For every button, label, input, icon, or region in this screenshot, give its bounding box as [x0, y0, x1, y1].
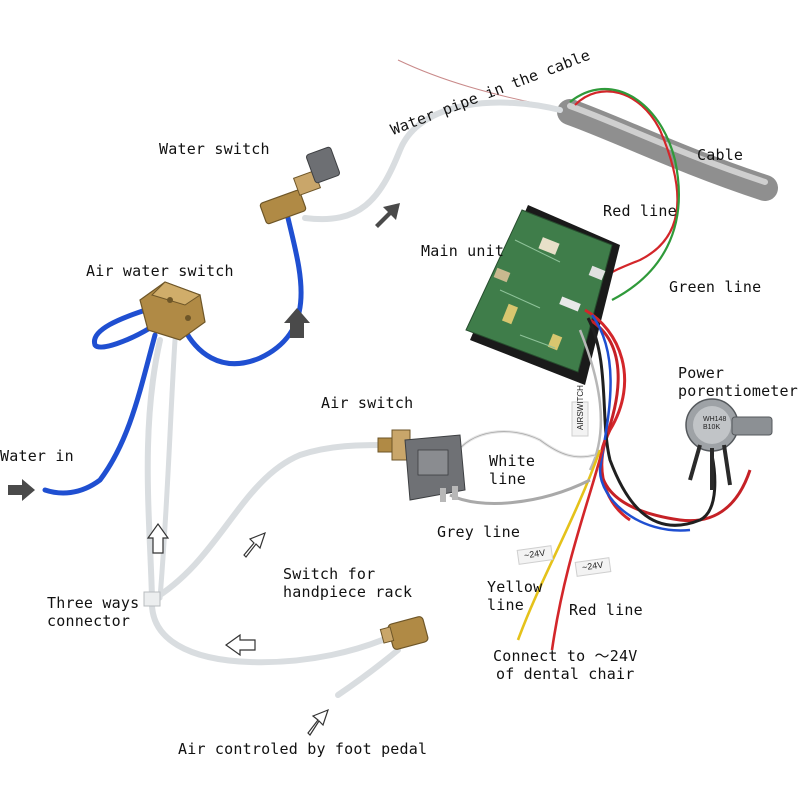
arrow-filled-icon: [375, 203, 400, 228]
blue-hose-left-loop: [92, 305, 155, 350]
main-unit-board: [465, 205, 620, 385]
cable-highlight: [567, 103, 768, 185]
arrow-filled-icon: [284, 308, 310, 338]
air-water-switch-part: [139, 281, 206, 341]
label-yellow-line: Yellow line: [487, 578, 543, 614]
label-switch-handpiece: Switch for handpiece rack: [283, 565, 413, 601]
blue-hose-water-in: [42, 332, 158, 496]
white-line-outline: [454, 431, 596, 458]
three-ways-connector: [143, 591, 161, 607]
cable: [557, 99, 778, 201]
label-connect-24v: Connect to ～24V of dental chair: [493, 647, 638, 683]
label-three-ways-connector: Three ways connector: [47, 594, 140, 630]
label-water-switch: Water switch: [159, 140, 270, 158]
wire-yellow-to-chair: [516, 449, 602, 641]
label-air-water-switch: Air water switch: [86, 262, 234, 280]
tube-foot-pedal: [335, 647, 401, 698]
tube-vertical-right: [157, 337, 178, 601]
tube-three-way-to-handpiece: [148, 597, 395, 666]
water-pipe-tube: [302, 99, 563, 223]
wire-bundle-blue: [590, 314, 691, 532]
green-wire-top: [569, 87, 680, 301]
power-potentiometer-part: [685, 398, 773, 490]
tube-air-water-to-three-way: [144, 337, 163, 601]
v24-right-tag-bg: [574, 557, 612, 577]
label-water-in: Water in: [0, 447, 74, 465]
v24-left-tag-bg: [516, 545, 554, 565]
blue-hose-water-switch: [182, 215, 304, 366]
label-grey-line: Grey line: [437, 523, 521, 541]
arrow-outline-icon: [243, 531, 266, 558]
air-switch-part: [377, 429, 466, 502]
wire-bundle-grey: [578, 329, 603, 471]
red-wire-top: [574, 90, 679, 281]
label-green-line: Green line: [669, 278, 762, 296]
arrow-outline-icon: [146, 522, 170, 554]
arrow-outline-icon: [224, 633, 256, 657]
label-red-line-top: Red line: [603, 202, 677, 220]
wire-bundle-red-2: [589, 318, 752, 523]
label-power-potentiometer: Power porentiometer: [678, 364, 798, 400]
wire-red-to-chair: [550, 439, 607, 651]
water-switch-part: [259, 146, 341, 225]
airswitch-tag-bg: [571, 401, 589, 437]
tag-airswitch: AIRSWITCH: [576, 385, 585, 430]
label-cable: Cable: [697, 146, 744, 164]
label-air-switch: Air switch: [321, 394, 414, 412]
label-main-unit: Main unit: [421, 242, 505, 260]
potentiometer-marking: WH148 B10K: [703, 416, 727, 431]
handpiece-rack-switch-part: [379, 616, 429, 650]
label-white-line: White line: [489, 452, 536, 488]
label-red-line-bottom: Red line: [569, 601, 643, 619]
label-air-foot-pedal: Air controled by foot pedal: [178, 740, 428, 758]
arrow-outline-icon: [307, 708, 329, 736]
grey-line-wire: [449, 478, 591, 505]
tube-three-way-to-air-switch: [149, 442, 388, 603]
wire-bundle-black: [586, 317, 717, 527]
arrow-filled-icon: [8, 479, 35, 501]
